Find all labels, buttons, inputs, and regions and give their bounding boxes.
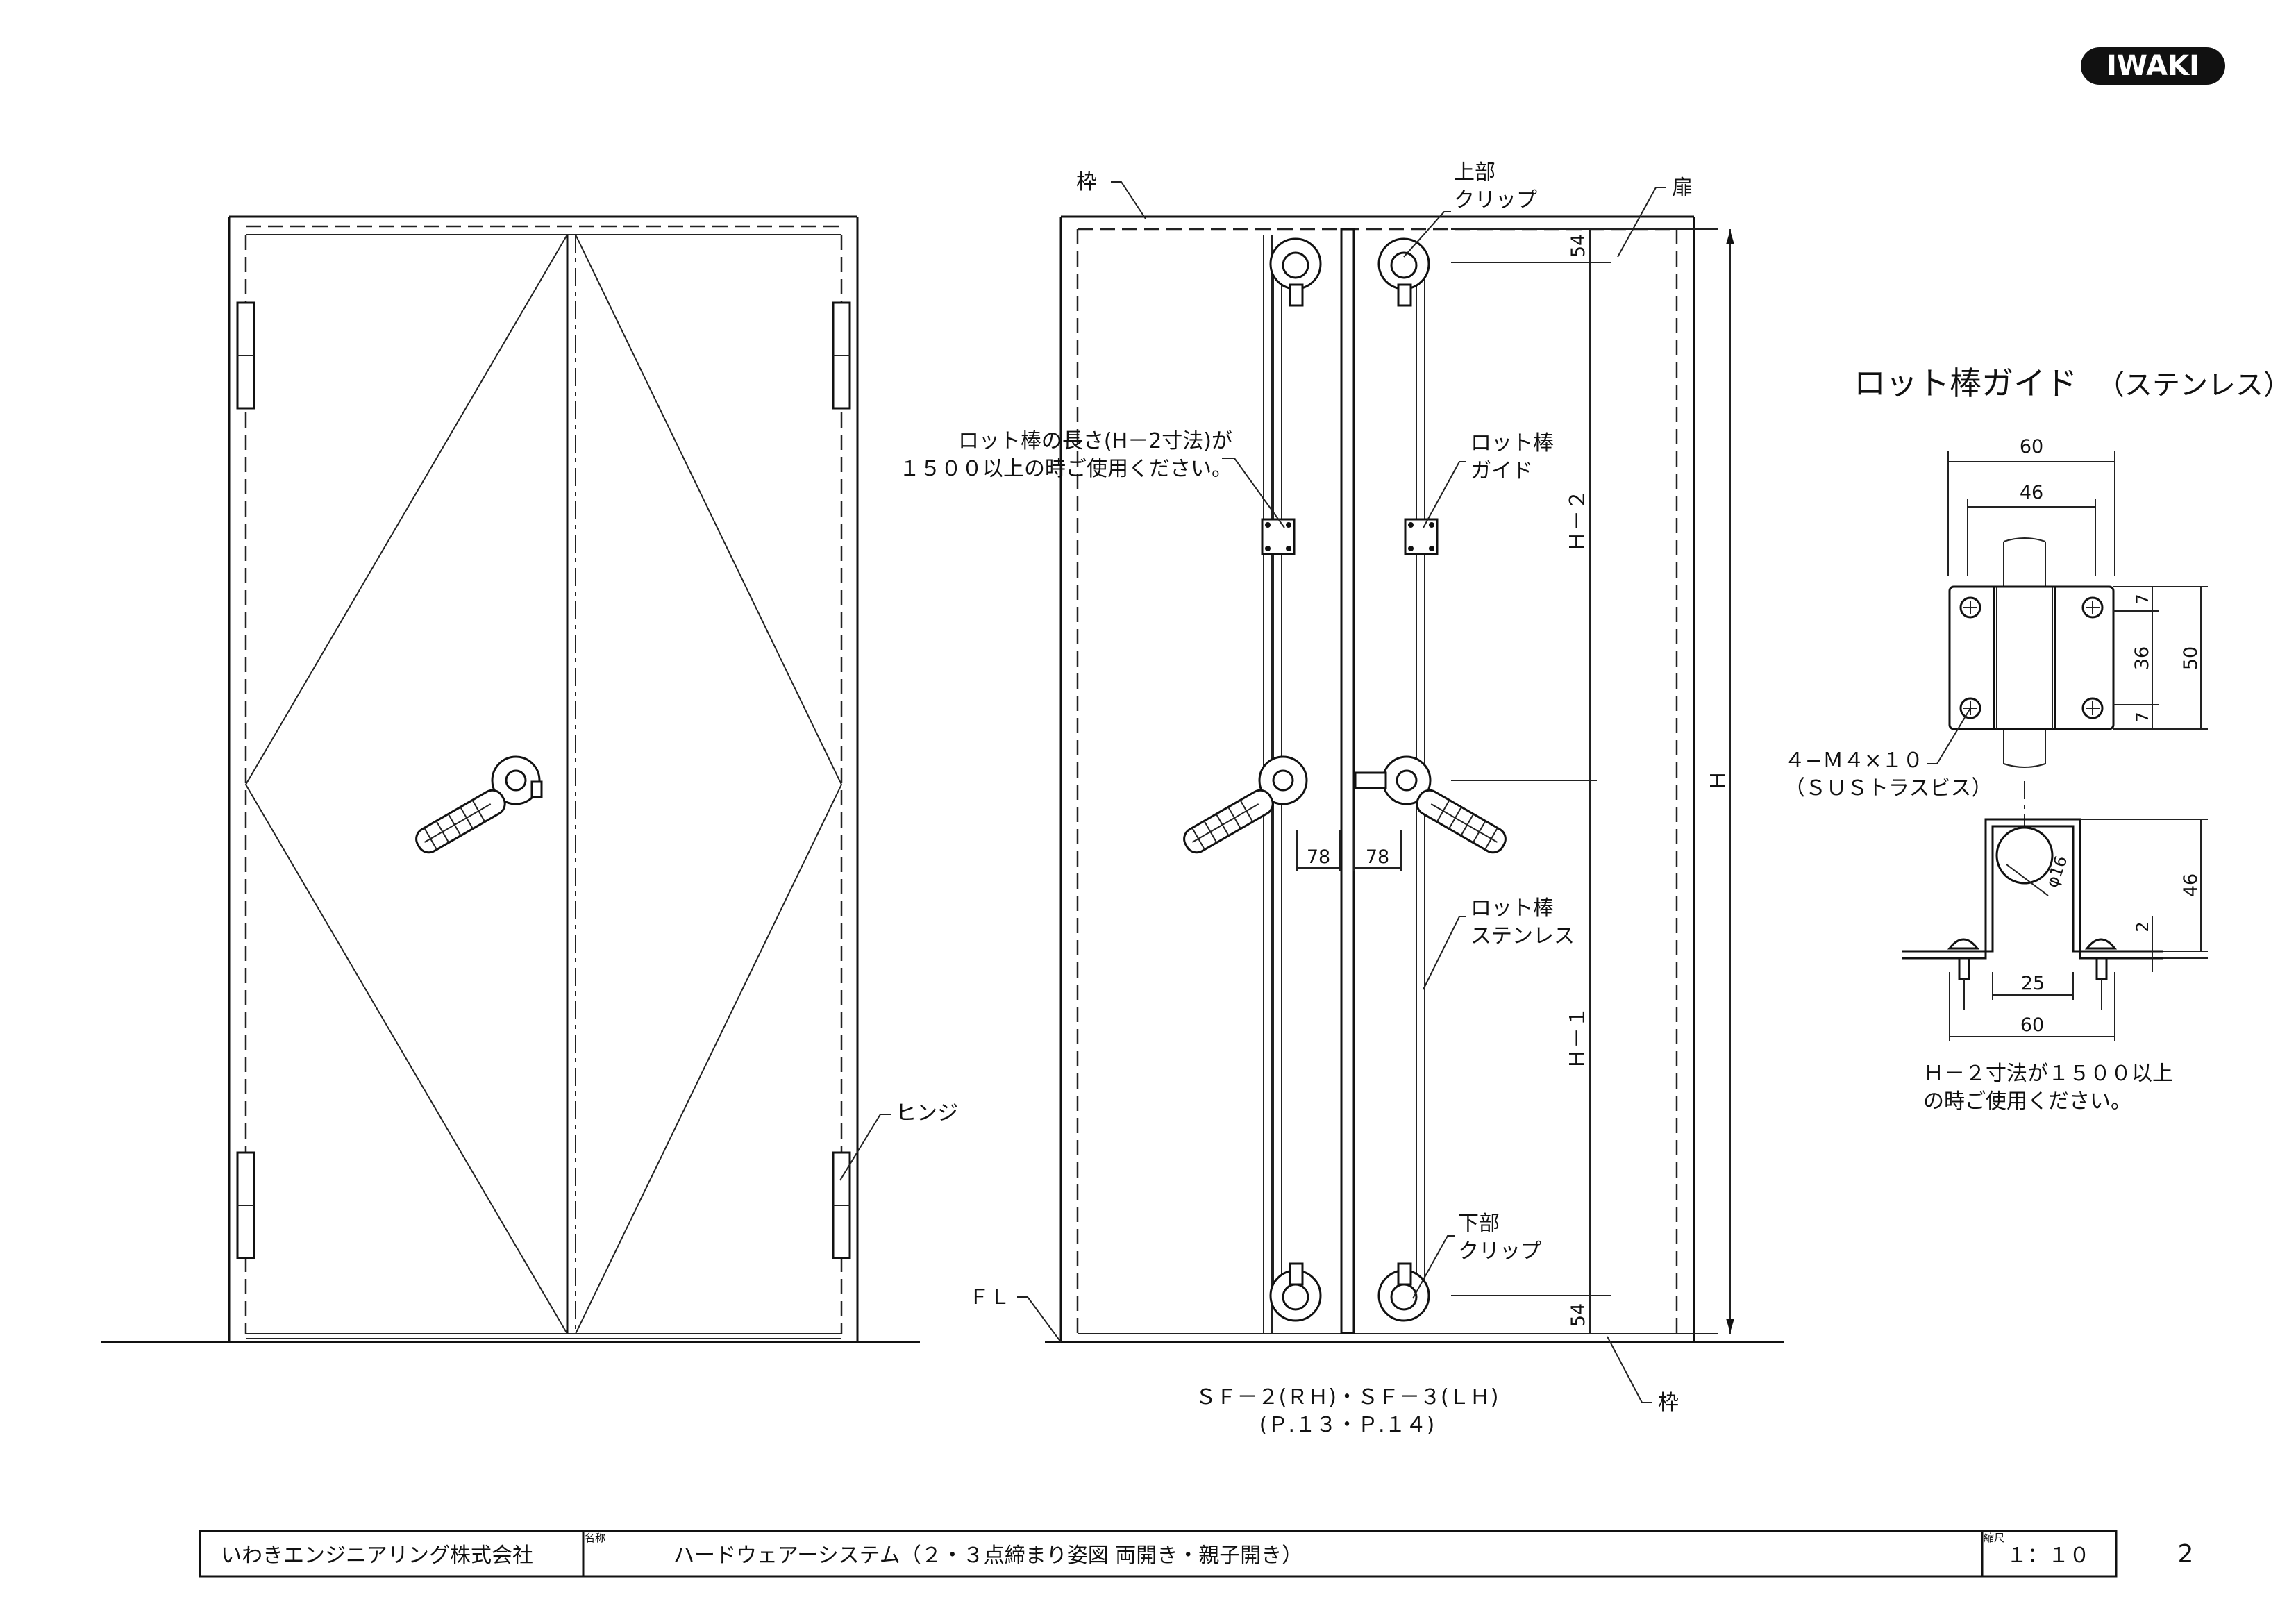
label-bottom-clip-1: 下部 xyxy=(1458,1212,1500,1236)
label-rod-stainless-1: ロット棒 xyxy=(1470,896,1554,921)
screw-icon xyxy=(1959,596,2104,719)
scale-value: １：１０ xyxy=(2006,1543,2090,1568)
iwaki-logo: IWAKI xyxy=(2081,47,2225,85)
title-block: いわきエンジニアリング株式会社 名称 ハードウェアーシステム（２・３点締まり姿図… xyxy=(199,1530,2194,1578)
dim-bottom: 7 xyxy=(2133,712,2152,722)
flush-bolt-handle-right-icon xyxy=(1354,755,1507,854)
dim-width-outer: 60 xyxy=(2020,436,2043,458)
label-top-clip-1: 上部 xyxy=(1454,160,1495,185)
dim-top: 7 xyxy=(2133,594,2152,604)
label-top-clip-2: クリップ xyxy=(1454,188,1537,212)
hinge-right-top xyxy=(832,301,851,410)
hinge-label: ヒンジ xyxy=(896,1101,958,1125)
hinge-leader xyxy=(839,1114,891,1181)
dim-handle-offset-right: 78 xyxy=(1366,846,1389,868)
label-rod-length-2: １５００以上の時ご使用ください。 xyxy=(899,457,1232,481)
hinge-left-bottom xyxy=(236,1151,255,1259)
label-rod-stainless-2: ステンレス xyxy=(1470,924,1575,948)
screw-spec-1: ４−Ｍ４×１０ xyxy=(1784,748,1923,773)
top-clip-right xyxy=(1377,237,1430,307)
rod-guide-left xyxy=(1261,518,1296,555)
dim-hole-pitch: 25 xyxy=(2021,973,2045,994)
guide-note-1: Ｈ－２寸法が１５００以上 xyxy=(1923,1062,2173,1086)
rod-guide-right xyxy=(1404,518,1439,555)
label-bottom-clip-2: クリップ xyxy=(1458,1239,1541,1264)
guide-title: ロット棒ガイド xyxy=(1854,365,2077,402)
company-name: いわきエンジニアリング株式会社 xyxy=(221,1543,533,1568)
label-rod-guide-1: ロット棒 xyxy=(1470,431,1554,455)
label-rod-guide-2: ガイド xyxy=(1470,459,1533,483)
model-line-2: (Ｐ.１３・Ｐ.１４) xyxy=(1259,1413,1434,1437)
dim-h: Ｈ xyxy=(1707,770,1731,791)
scale-field-label: 縮尺 xyxy=(1984,1532,2004,1544)
dim-height: 50 xyxy=(2180,646,2202,670)
double-door-elevation: ヒンジ xyxy=(101,215,958,1343)
model-line-1: ＳＦ－２(ＲＨ)・ＳＦ－３(ＬＨ) xyxy=(1196,1385,1499,1409)
logo-text: IWAKI xyxy=(2106,50,2199,82)
dim-bottom-offset: 54 xyxy=(1568,1303,1589,1327)
flush-bolt-handle-left-icon xyxy=(1183,755,1308,854)
bottom-clip-right xyxy=(1377,1262,1430,1322)
dim-base-thickness: 2 xyxy=(2133,921,2152,932)
bolt-icon xyxy=(1947,938,2118,980)
drawing-name: ハードウェアーシステム（２・３点締まり姿図 両開き・親子開き） xyxy=(673,1543,1302,1568)
dim-base-width: 60 xyxy=(2020,1014,2044,1036)
dim-handle-offset-left: 78 xyxy=(1307,846,1330,868)
flush-bolt-section: 78 78 54 Ｈ－２ Ｈ－１ 54 Ｈ 枠 扉 上部 クリップ ロット棒の長… xyxy=(899,160,1784,1437)
dim-bracket-height: 46 xyxy=(2180,873,2202,897)
label-rod-length-1: ロット棒の長さ(H－2寸法)が xyxy=(958,429,1232,453)
page-number: 2 xyxy=(2178,1540,2194,1568)
hinge-left-top xyxy=(236,301,255,410)
bottom-clip-left xyxy=(1269,1262,1322,1322)
dim-top-offset: 54 xyxy=(1568,234,1589,258)
top-clip-left xyxy=(1269,237,1322,307)
guide-title-suffix: （ステンレス） xyxy=(2097,369,2291,401)
label-door-leaf: 扉 xyxy=(1672,176,1693,200)
dim-h1: Ｈ－１ xyxy=(1566,1007,1590,1069)
label-frame-top: 枠 xyxy=(1076,170,1097,194)
dim-width-inner: 46 xyxy=(2020,482,2043,503)
screw-spec-2: （ＳＵＳトラスビス） xyxy=(1784,776,1992,801)
label-frame-bottom: 枠 xyxy=(1658,1391,1679,1415)
dim-mid: 36 xyxy=(2131,646,2153,670)
door-handle-icon xyxy=(415,755,543,854)
label-floor-level: ＦＬ xyxy=(969,1285,1010,1309)
rod-guide-detail: ロット棒ガイド （ステンレス） 60 46 xyxy=(1784,365,2291,1114)
guide-note-2: の時ご使用ください。 xyxy=(1923,1089,2131,1114)
dim-h2: Ｈ－２ xyxy=(1566,489,1590,552)
name-field-label: 名称 xyxy=(585,1532,605,1544)
